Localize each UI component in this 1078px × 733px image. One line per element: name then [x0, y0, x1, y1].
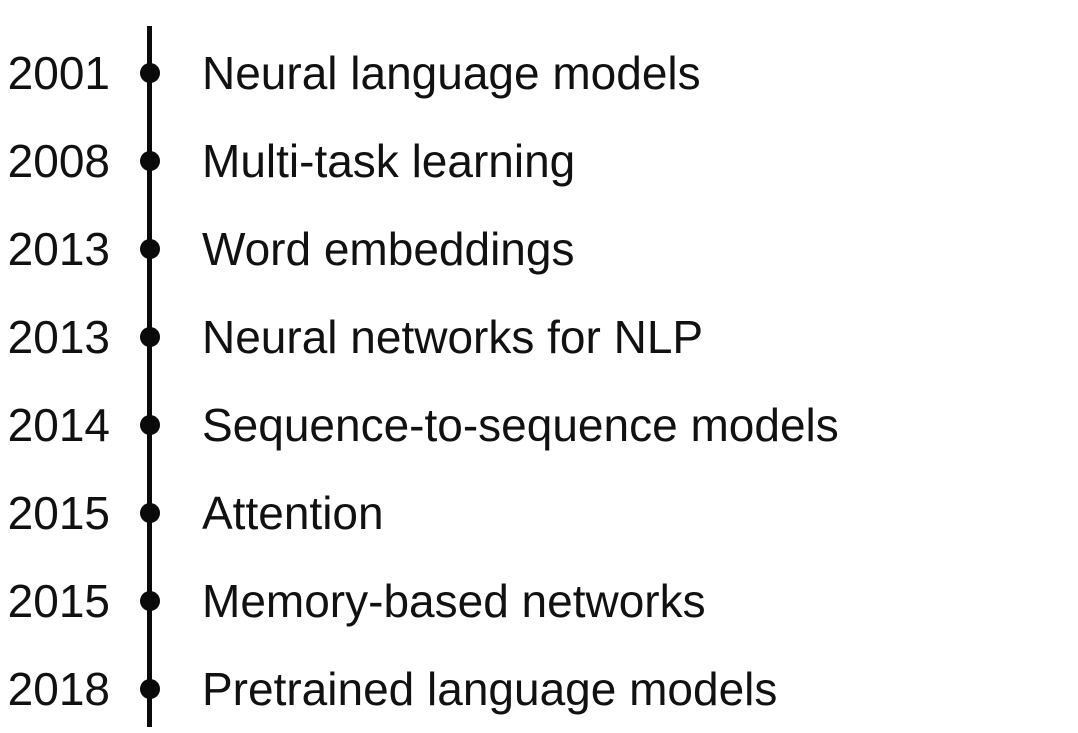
timeline-year: 2015 — [7, 575, 110, 627]
timeline-dot-icon — [139, 63, 160, 83]
timeline-year: 2013 — [7, 311, 110, 363]
timeline-label: Word embeddings — [202, 223, 575, 275]
timeline-label: Pretrained language models — [202, 663, 778, 715]
timeline-dot-icon — [139, 591, 160, 611]
timeline-row: 2008 Multi-task learning — [0, 117, 1078, 205]
timeline-year: 2018 — [7, 663, 110, 715]
timeline-dot-icon — [139, 151, 160, 171]
timeline-row: 2018 Pretrained language models — [0, 645, 1078, 733]
timeline-dot-icon — [139, 415, 160, 435]
timeline-label: Neural networks for NLP — [202, 311, 704, 363]
timeline-dot-icon — [139, 503, 160, 523]
timeline-dot-icon — [139, 679, 160, 699]
timeline-row: 2015 Attention — [0, 469, 1078, 557]
timeline-label: Multi-task learning — [202, 135, 576, 187]
timeline-label: Neural language models — [202, 47, 701, 99]
timeline-row: 2015 Memory-based networks — [0, 557, 1078, 645]
timeline-year: 2014 — [7, 399, 110, 451]
timeline-year: 2001 — [7, 47, 110, 99]
timeline-label: Sequence-to-sequence models — [202, 399, 839, 451]
timeline-row: 2001 Neural language models — [0, 29, 1078, 117]
timeline-axis-line — [147, 26, 152, 727]
timeline-dot-icon — [139, 239, 160, 259]
timeline-label: Memory-based networks — [202, 575, 706, 627]
timeline-row: 2013 Neural networks for NLP — [0, 293, 1078, 381]
timeline-year: 2013 — [7, 223, 110, 275]
timeline-row: 2014 Sequence-to-sequence models — [0, 381, 1078, 469]
timeline-label: Attention — [202, 487, 384, 539]
timeline-row: 2013 Word embeddings — [0, 205, 1078, 293]
timeline-dot-icon — [139, 327, 160, 347]
timeline-year: 2015 — [7, 487, 110, 539]
timeline-year: 2008 — [7, 135, 110, 187]
